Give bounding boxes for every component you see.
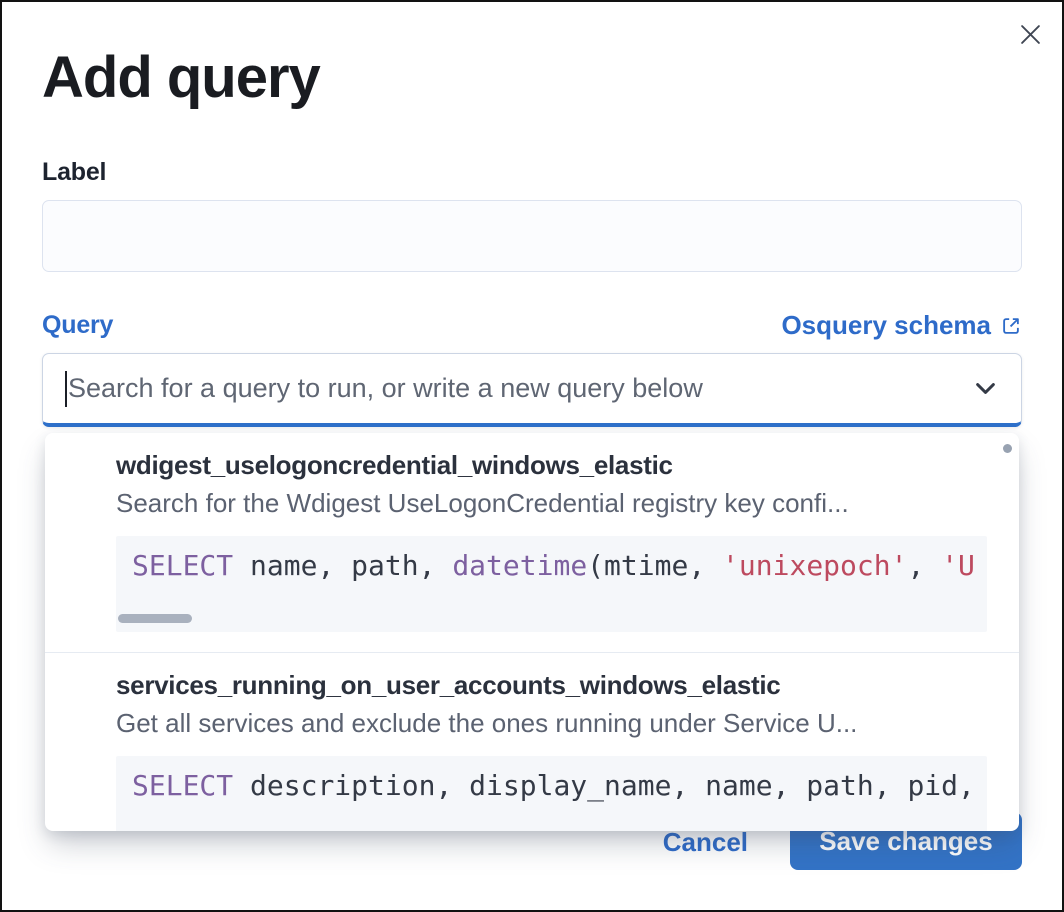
osquery-schema-link[interactable]: Osquery schema bbox=[781, 310, 1022, 341]
query-option-description: Search for the Wdigest UseLogonCredentia… bbox=[116, 488, 849, 518]
query-option-title: services_running_on_user_accounts_window… bbox=[116, 670, 781, 700]
option-divider bbox=[45, 652, 1019, 653]
query-option-services[interactable]: services_running_on_user_accounts_window… bbox=[45, 653, 1019, 831]
query-option-description: Get all services and exclude the ones ru… bbox=[116, 708, 858, 738]
close-button[interactable] bbox=[1012, 16, 1048, 52]
sql-snippet: SELECT name, path, datetime(mtime, 'unix… bbox=[116, 536, 987, 632]
cancel-button[interactable]: Cancel bbox=[655, 814, 756, 870]
code-scrollbar-thumb[interactable] bbox=[118, 614, 192, 623]
sql-code: SELECT name, path, datetime(mtime, 'unix… bbox=[132, 549, 975, 582]
query-option-title: wdigest_uselogoncredential_windows_elast… bbox=[116, 450, 673, 480]
sql-snippet: SELECT description, display_name, name, … bbox=[116, 756, 987, 831]
query-field-header: Query Osquery schema bbox=[42, 310, 1022, 341]
query-option-wdigest[interactable]: wdigest_uselogoncredential_windows_elast… bbox=[45, 433, 1019, 652]
chevron-down-icon[interactable] bbox=[972, 375, 999, 402]
text-cursor bbox=[65, 370, 67, 407]
modal-title: Add query bbox=[42, 45, 321, 110]
query-field-label: Query bbox=[42, 311, 114, 339]
sql-code: SELECT description, display_name, name, … bbox=[132, 769, 975, 802]
query-combobox-placeholder: Search for a query to run, or write a ne… bbox=[68, 373, 703, 403]
dropdown-scrollbar-thumb[interactable] bbox=[1003, 444, 1012, 453]
label-input[interactable] bbox=[42, 200, 1022, 272]
osquery-schema-link-label: Osquery schema bbox=[781, 310, 991, 340]
query-combobox[interactable]: Search for a query to run, or write a ne… bbox=[42, 353, 1022, 427]
query-options-dropdown: wdigest_uselogoncredential_windows_elast… bbox=[45, 433, 1019, 831]
external-link-icon bbox=[1003, 317, 1019, 334]
label-field-label: Label bbox=[42, 158, 107, 186]
close-icon bbox=[1020, 24, 1040, 44]
